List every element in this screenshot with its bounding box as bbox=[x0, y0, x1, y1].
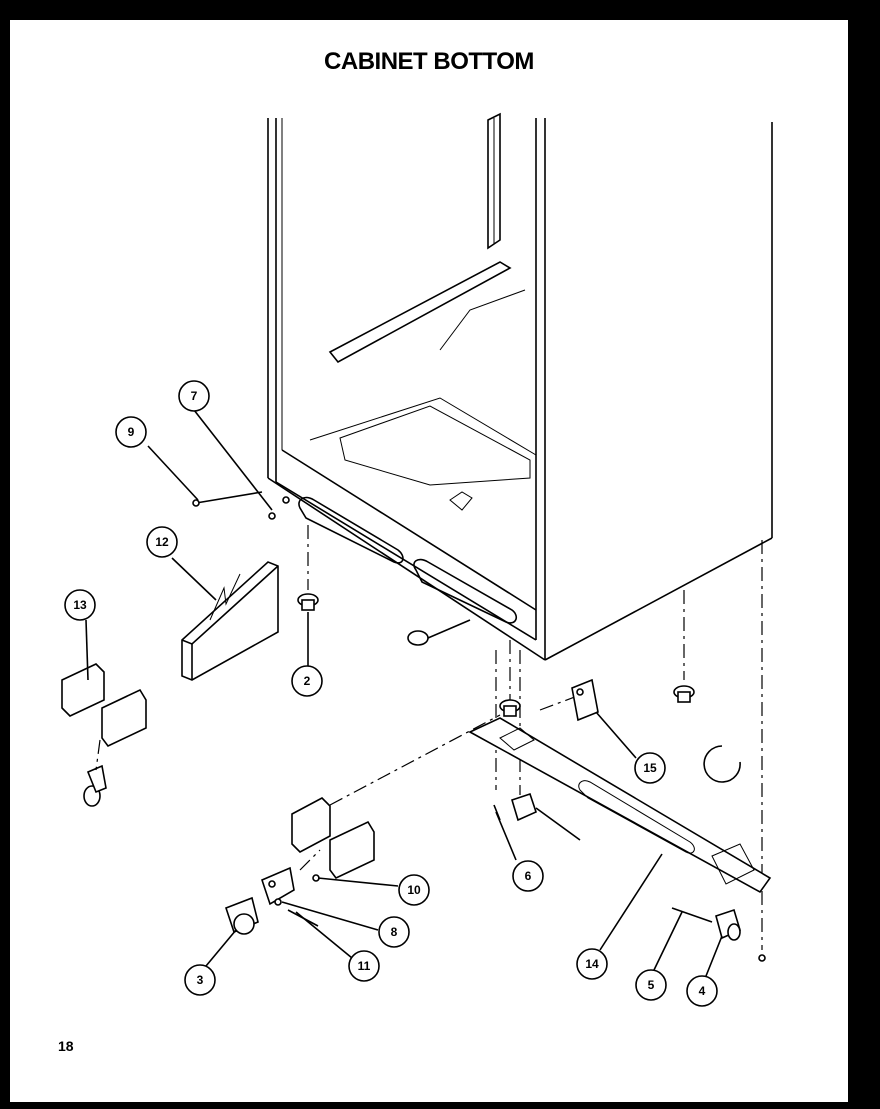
leveling-leg-center bbox=[499, 699, 521, 717]
roller-6 bbox=[493, 792, 581, 841]
roller-4 bbox=[715, 908, 741, 941]
screw-9 bbox=[192, 491, 263, 507]
drawing-sheet: CABINET BOTTOM 18 bbox=[10, 20, 848, 1102]
svg-text:6: 6 bbox=[525, 869, 532, 883]
callout-leaders bbox=[85, 409, 723, 977]
callout-12: 12 bbox=[146, 526, 178, 558]
callout-4: 4 bbox=[686, 975, 718, 1007]
svg-text:8: 8 bbox=[391, 925, 398, 939]
callout-13: 13 bbox=[64, 589, 96, 621]
pin-5 bbox=[671, 907, 713, 923]
svg-text:10: 10 bbox=[407, 883, 421, 897]
page-number: 18 bbox=[58, 1038, 74, 1054]
svg-text:3: 3 bbox=[197, 973, 204, 987]
callout-11: 11 bbox=[348, 950, 380, 982]
callout-15: 15 bbox=[634, 752, 666, 784]
leveling-leg-2 bbox=[297, 593, 319, 611]
hinge-13 bbox=[61, 663, 147, 807]
partial-callout-circle bbox=[703, 745, 741, 783]
screw-7 bbox=[268, 496, 290, 520]
svg-text:13: 13 bbox=[73, 598, 87, 612]
callout-7: 7 bbox=[178, 380, 210, 412]
callout-10: 10 bbox=[398, 874, 430, 906]
hinge-bracket-center bbox=[291, 797, 375, 880]
svg-text:14: 14 bbox=[585, 957, 599, 971]
svg-text:7: 7 bbox=[191, 389, 198, 403]
svg-text:9: 9 bbox=[128, 425, 135, 439]
leveling-leg-right bbox=[673, 685, 695, 703]
svg-text:4: 4 bbox=[699, 984, 706, 998]
kickplate-14 bbox=[468, 717, 772, 894]
callout-3: 3 bbox=[184, 964, 216, 996]
callout-8: 8 bbox=[378, 916, 410, 948]
bracket-15 bbox=[571, 678, 599, 722]
roller-3 bbox=[224, 896, 259, 935]
svg-text:15: 15 bbox=[643, 761, 657, 775]
cabinet-body bbox=[267, 112, 773, 661]
svg-text:12: 12 bbox=[155, 535, 169, 549]
assembly-lines bbox=[299, 525, 763, 950]
svg-text:11: 11 bbox=[358, 959, 371, 973]
screw-bottom-right bbox=[758, 954, 766, 962]
svg-text:5: 5 bbox=[648, 978, 655, 992]
bracket-8 bbox=[261, 866, 295, 906]
callout-9: 9 bbox=[115, 416, 147, 448]
roller-under-cabinet bbox=[407, 619, 471, 646]
callout-5: 5 bbox=[635, 969, 667, 1001]
callout-2: 2 bbox=[291, 665, 323, 697]
diagram-title: CABINET BOTTOM bbox=[324, 48, 534, 75]
callout-14: 14 bbox=[576, 948, 608, 980]
panel-12 bbox=[181, 561, 279, 681]
callout-6: 6 bbox=[512, 860, 544, 892]
svg-text:2: 2 bbox=[304, 674, 311, 688]
